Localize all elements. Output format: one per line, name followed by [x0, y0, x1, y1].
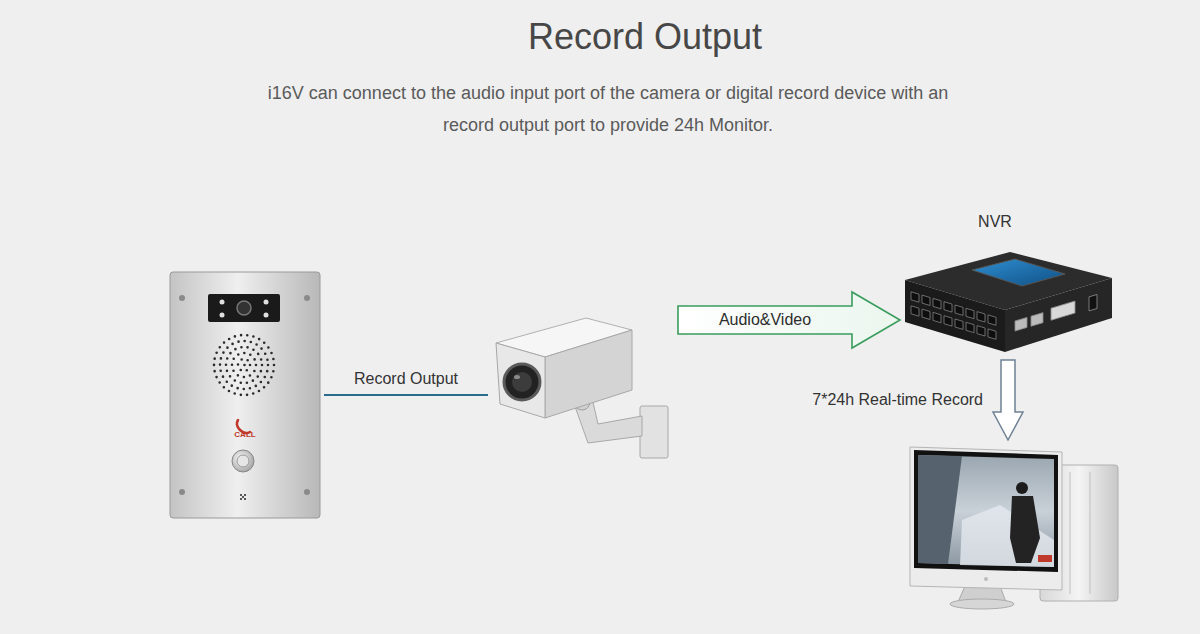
port	[977, 326, 985, 336]
wall-plate	[640, 406, 668, 458]
port	[988, 315, 996, 325]
port	[966, 322, 974, 332]
port	[911, 292, 919, 302]
mic-hole	[242, 496, 244, 498]
port	[911, 306, 919, 316]
screen-wall	[918, 455, 962, 564]
panel-plate	[170, 272, 320, 518]
screw	[304, 295, 310, 301]
camera-drawing	[496, 318, 668, 458]
port	[922, 309, 930, 319]
mic-hole	[244, 498, 246, 500]
ir-led	[220, 313, 225, 318]
speaker-ring	[238, 359, 250, 371]
speaker-ring	[226, 347, 262, 383]
intercom-drawing	[170, 272, 320, 518]
port	[944, 302, 952, 312]
edge-label: Record Output	[354, 369, 458, 388]
nvr-touchscreen	[972, 259, 1065, 286]
screw	[179, 295, 185, 301]
mic-hole	[240, 498, 242, 500]
mic-hole	[244, 494, 246, 496]
screen-image	[918, 455, 1054, 567]
edge-label: 7*24h Real-time Record	[812, 390, 983, 409]
tower-groove	[1070, 472, 1071, 594]
device-name: NVR	[900, 212, 1090, 231]
port	[944, 316, 952, 326]
speaker-ring	[220, 341, 268, 389]
power-switch	[1089, 294, 1097, 310]
record-output-wire	[324, 395, 488, 396]
port	[933, 312, 941, 322]
connector-line	[324, 394, 488, 396]
monitor-logo	[984, 577, 988, 581]
diagram-caption: i16V can connect to the audio input port…	[248, 77, 968, 141]
screw	[179, 489, 185, 495]
lan-port	[1015, 317, 1027, 331]
port	[922, 295, 930, 305]
nvr-ports	[911, 292, 996, 340]
serial-port	[1051, 301, 1075, 320]
monitor-drawing	[910, 447, 1118, 609]
ir-led	[264, 300, 269, 305]
speaker-grille	[214, 335, 274, 395]
record-arrow	[993, 360, 1023, 440]
port	[977, 312, 985, 322]
diagram-title: Record Output	[345, 14, 945, 60]
monitor-base	[950, 599, 1014, 609]
audio-video-arrow	[678, 292, 900, 348]
call-button-cap	[237, 455, 249, 467]
port	[955, 319, 963, 329]
lens-glint	[514, 375, 520, 379]
tower-groove	[1090, 472, 1091, 594]
nvr-drawing	[905, 252, 1112, 352]
camera-lens	[504, 364, 540, 400]
lan-port	[1031, 313, 1043, 327]
speaker-ring	[214, 335, 274, 395]
edge-label: Audio&Video	[719, 310, 811, 329]
screen-figure	[1010, 496, 1040, 563]
port	[933, 298, 941, 308]
mic-hole	[240, 494, 242, 496]
intercom-node: CALL	[170, 272, 324, 518]
monitor-bezel	[910, 447, 1062, 590]
port	[988, 329, 996, 339]
ir-led	[220, 300, 225, 305]
screen-frame	[914, 450, 1058, 572]
arrow-shape	[993, 360, 1023, 440]
arrow-shape	[678, 292, 900, 348]
housing-front	[496, 343, 545, 418]
ir-led	[264, 313, 269, 318]
nvr-side	[1005, 278, 1112, 352]
speaker-hole	[244, 365, 245, 366]
nvr-node: NVR	[900, 210, 1115, 360]
call-button	[232, 450, 254, 472]
screen-snow	[960, 505, 1054, 567]
lens-glass	[512, 372, 532, 392]
port	[955, 305, 963, 315]
housing-side	[545, 330, 632, 418]
microphone-holes	[240, 494, 246, 500]
screw	[304, 489, 310, 495]
camera-window	[208, 294, 280, 322]
nvr-rear-ports	[1015, 294, 1097, 333]
screen-timestamp	[1038, 555, 1052, 562]
screen-figure-head	[1016, 482, 1028, 494]
call-label: CALL	[170, 430, 320, 440]
monitor-node	[905, 440, 1125, 610]
port	[966, 308, 974, 318]
nvr-front	[905, 280, 1005, 352]
speaker-ring	[232, 353, 256, 377]
camera-lens	[237, 301, 251, 315]
camera-node	[488, 300, 678, 460]
